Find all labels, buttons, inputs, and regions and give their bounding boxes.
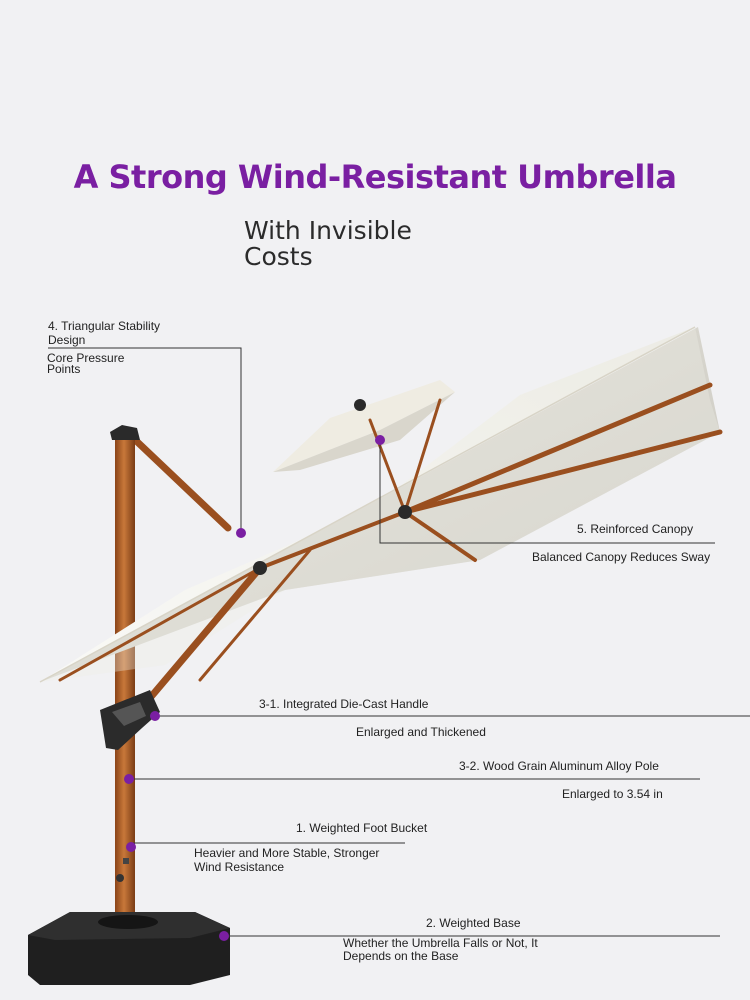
callout-bucket-title: 1. Weighted Foot Bucket bbox=[296, 821, 428, 835]
callout-handle-title: 3-1. Integrated Die-Cast Handle bbox=[259, 697, 429, 711]
callout-base-title: 2. Weighted Base bbox=[426, 916, 521, 930]
callout-pole-title: 3-2. Wood Grain Aluminum Alloy Pole bbox=[459, 759, 659, 773]
callout-dot-triangular bbox=[236, 528, 246, 538]
canopy-ribs bbox=[58, 382, 723, 702]
callout-triangular-title: 4. Triangular Stability Design bbox=[48, 319, 161, 347]
callout-canopy-title: 5. Reinforced Canopy bbox=[577, 522, 694, 536]
support-arm bbox=[126, 431, 232, 532]
page-subtitle: With Invisible Costs bbox=[244, 216, 412, 271]
rib-hubs bbox=[253, 399, 412, 575]
callout-dot-canopy bbox=[375, 435, 385, 445]
die-cast-handle bbox=[100, 690, 160, 750]
callout-pole-desc: Enlarged to 3.54 in bbox=[562, 787, 663, 801]
canopy-vent bbox=[273, 380, 455, 472]
callout-handle-desc: Enlarged and Thickened bbox=[356, 725, 486, 739]
callout-dot-base bbox=[219, 931, 229, 941]
callout-canopy-desc: Balanced Canopy Reduces Sway bbox=[532, 550, 711, 564]
weighted-base bbox=[28, 912, 230, 985]
callout-base-desc: Whether the Umbrella Falls or Not, It De… bbox=[343, 936, 538, 963]
callout-dot-bucket bbox=[126, 842, 136, 852]
callout-dots bbox=[124, 435, 385, 941]
callout-triangular-desc: Core Pressure Points bbox=[47, 351, 125, 376]
page-title: A Strong Wind-Resistant Umbrella bbox=[73, 158, 677, 196]
foot-bucket-clamp bbox=[116, 858, 129, 882]
callout-dot-pole bbox=[124, 774, 134, 784]
callout-dot-handle bbox=[150, 711, 160, 721]
wood-grain-pole bbox=[110, 425, 140, 922]
callout-bucket-desc: Heavier and More Stable, Stronger Wind R… bbox=[194, 846, 380, 874]
